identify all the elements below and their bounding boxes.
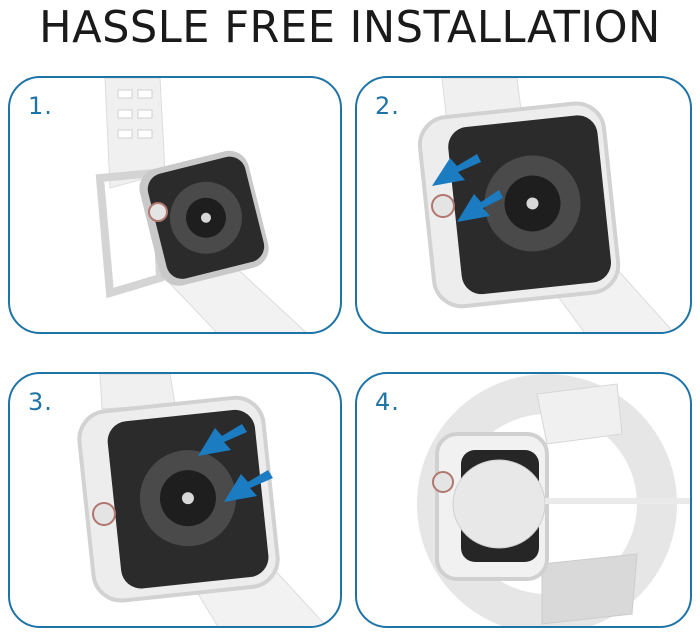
step-panel-4: 4. <box>355 372 692 628</box>
watch-illustration-1 <box>95 78 307 332</box>
step-number-2: 2. <box>375 92 400 120</box>
step-panel-1: 1. <box>8 76 342 334</box>
step-number-3: 3. <box>28 388 53 416</box>
page-title: HASSLE FREE INSTALLATION <box>39 2 661 53</box>
watch-illustration-4 <box>417 374 690 626</box>
step-number-4: 4. <box>375 388 400 416</box>
step-number-1: 1. <box>28 92 53 120</box>
step-panel-2: 2. <box>355 76 692 334</box>
watch-illustration-3 <box>77 374 327 626</box>
watch-illustration-2 <box>417 78 675 332</box>
arrow-icon <box>432 154 503 222</box>
arrow-icon <box>198 424 273 502</box>
step-panel-3: 3. <box>8 372 342 628</box>
